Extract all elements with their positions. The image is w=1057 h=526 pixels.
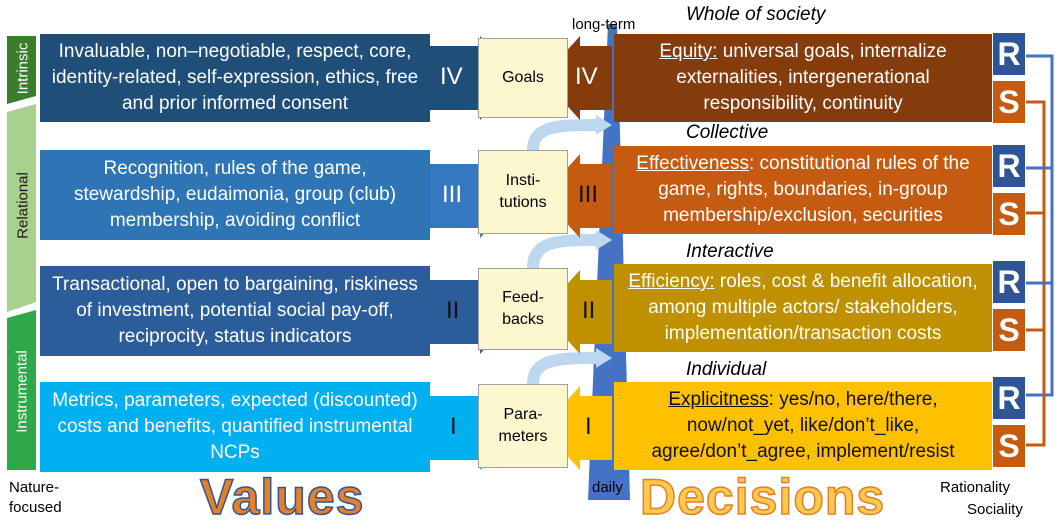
decision-box-equity: Equity: universal goals, internalize ext… <box>614 34 992 122</box>
intrinsic-label: Intrinsic <box>14 42 32 95</box>
decision-arrowheads <box>542 36 612 470</box>
efficiency-text: roles, cost & benefit allocation, among … <box>648 271 978 344</box>
decision-box-efficiency: Efficiency: roles, cost & benefit alloca… <box>614 264 992 352</box>
parameters-box: Para- meters <box>478 384 568 468</box>
values-title: Values <box>199 468 365 526</box>
institutions-box: Insti- tutions <box>478 150 568 234</box>
scale-individual: Individual <box>686 359 767 380</box>
decision-box-explicitness: Explicitness: yes/no, here/there, now/no… <box>614 382 992 470</box>
nature-focused-label: Nature- focused <box>9 479 62 516</box>
instrumental-label: Instrumental <box>13 350 31 433</box>
effectiveness-heading: Effectiveness <box>636 153 749 174</box>
rationality-label: Rationality <box>940 479 1011 496</box>
scale-whole-of-society: Whole of society <box>686 4 826 25</box>
feedback-arrows <box>527 119 606 390</box>
feedback-arrowheads <box>596 115 612 368</box>
sociality-label: Sociality <box>967 501 1023 518</box>
value-box-iii: Recognition, rules of the game, stewards… <box>40 150 430 240</box>
explicitness-heading: Explicitness <box>668 389 769 410</box>
decision-numeral-i: I <box>585 413 592 440</box>
sociality-box-iv: S <box>992 80 1026 124</box>
equity-text: universal goals, internalize externaliti… <box>676 41 947 114</box>
decisions-title: Decisions <box>639 468 886 526</box>
sociality-box-i: S <box>992 424 1026 468</box>
decision-numeral-ii: II <box>582 297 596 324</box>
value-numeral-ii: II <box>446 297 460 324</box>
value-numeral-iv: IV <box>440 63 463 90</box>
scale-interactive: Interactive <box>686 241 774 262</box>
goals-box: Goals <box>478 38 568 118</box>
rationality-box-i: R <box>992 376 1026 420</box>
value-box-ii: Transactional, open to bargaining, riski… <box>40 266 430 356</box>
rs-brackets <box>1026 54 1054 447</box>
instrumental-tab-shape <box>7 310 36 470</box>
decision-numeral-iii: III <box>578 181 599 208</box>
daily-label: daily <box>592 479 623 496</box>
rationality-box-iii: R <box>992 144 1026 188</box>
effectiveness-text: : constitutional rules of the game, righ… <box>658 153 970 226</box>
rationality-box-ii: R <box>992 260 1026 304</box>
time-wedge <box>588 24 630 500</box>
sociality-box-ii: S <box>992 308 1026 352</box>
value-box-i: Metrics, parameters, expected (discounte… <box>40 382 430 472</box>
explicitness-text: : yes/no, here/there, now/not_yet, like/… <box>651 389 955 462</box>
decision-box-effectiveness: Effectiveness: constitutional rules of t… <box>614 146 992 234</box>
relational-label: Relational <box>14 172 32 239</box>
feedbacks-box: Feed- backs <box>478 268 568 350</box>
equity-heading: Equity: <box>659 41 718 62</box>
scale-collective: Collective <box>686 122 769 143</box>
relational-tab-shape <box>7 104 36 312</box>
value-numeral-i: I <box>450 413 457 440</box>
efficiency-heading: Efficiency: <box>628 271 715 292</box>
decision-numeral-iv: IV <box>575 63 598 90</box>
value-numeral-iii: III <box>442 181 463 208</box>
sociality-box-iii: S <box>992 192 1026 236</box>
long-term-label: long-term <box>572 16 636 33</box>
value-box-iv: Invaluable, non–negotiable, respect, cor… <box>40 34 430 122</box>
intrinsic-tab-shape <box>7 36 36 104</box>
rationality-box-iv: R <box>992 32 1026 76</box>
